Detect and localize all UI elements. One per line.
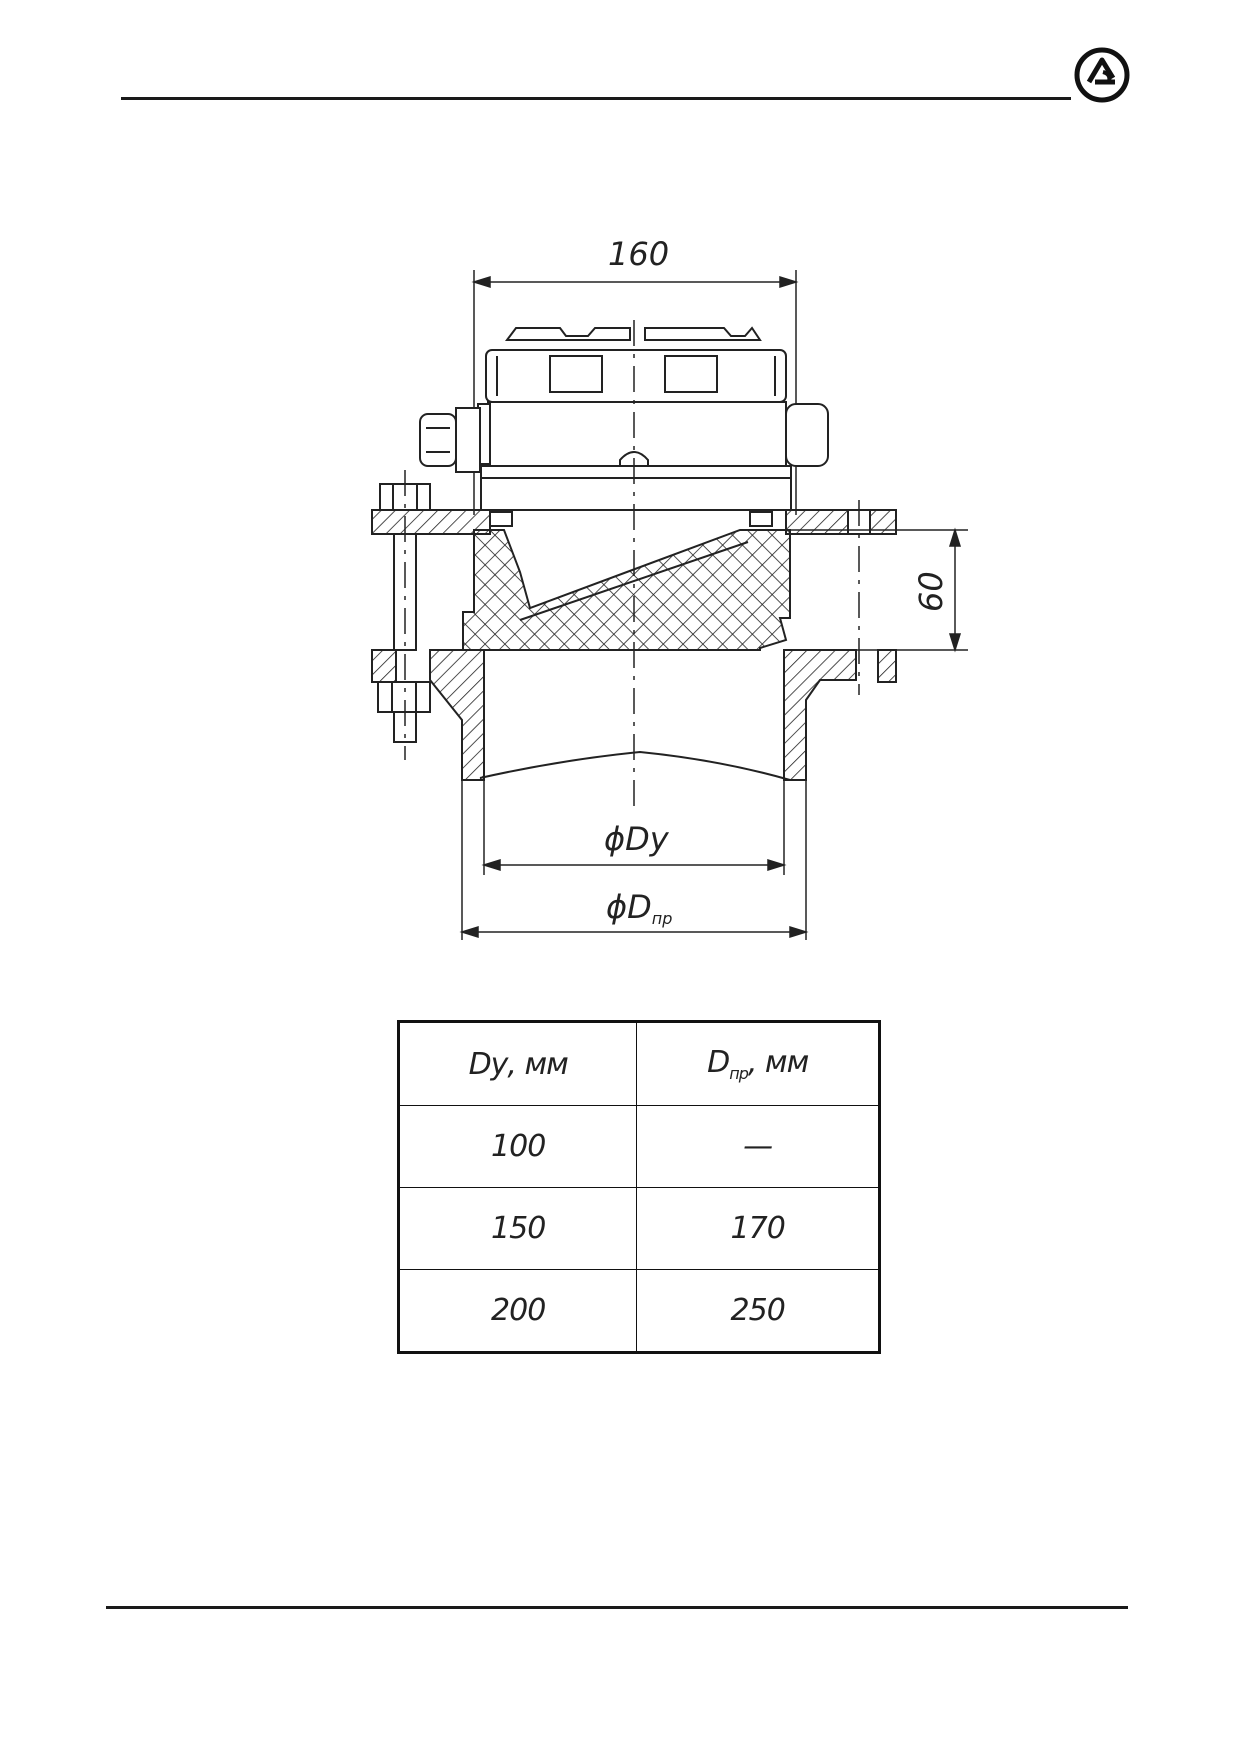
dimensions-table: Dу, мм Dпр, мм 100 — 150 170 200 250 xyxy=(397,1020,881,1354)
dimension-dpr xyxy=(459,780,809,940)
dimension-width xyxy=(471,270,799,515)
dimension-height xyxy=(790,527,968,653)
dimension-width-label: 160 xyxy=(608,235,669,273)
header-rule xyxy=(121,97,1071,100)
cell-dy: 200 xyxy=(397,1269,638,1353)
table-row: 200 250 xyxy=(397,1269,880,1353)
company-logo-icon xyxy=(1074,47,1130,103)
table-header-row: Dу, мм Dпр, мм xyxy=(397,1021,880,1106)
cell-dpr: 170 xyxy=(636,1187,880,1270)
valve-flap-rubber xyxy=(462,529,791,651)
dimension-height-label: 60 xyxy=(912,571,950,612)
lower-flange xyxy=(371,649,897,781)
cell-dy: 150 xyxy=(397,1187,638,1270)
header-dpr: Dпр, мм xyxy=(636,1021,880,1106)
bolt xyxy=(377,483,431,743)
housing-body xyxy=(477,401,829,511)
table-row: 150 170 xyxy=(397,1187,880,1270)
dimension-dy xyxy=(481,780,787,875)
center-lines xyxy=(404,320,860,810)
header-dy: Dу, мм xyxy=(397,1021,638,1106)
dimension-dy-label: ϕDу xyxy=(604,820,670,858)
footer-rule xyxy=(106,1606,1128,1609)
cell-dpr: 250 xyxy=(636,1269,880,1353)
table-row: 100 — xyxy=(397,1105,880,1188)
dimension-dpr-label: ϕDпр xyxy=(606,888,672,928)
cell-dpr: — xyxy=(636,1105,880,1188)
cable-gland xyxy=(419,407,481,473)
cell-dy: 100 xyxy=(397,1105,638,1188)
housing-lid xyxy=(485,326,787,403)
flap-edge xyxy=(519,541,749,621)
